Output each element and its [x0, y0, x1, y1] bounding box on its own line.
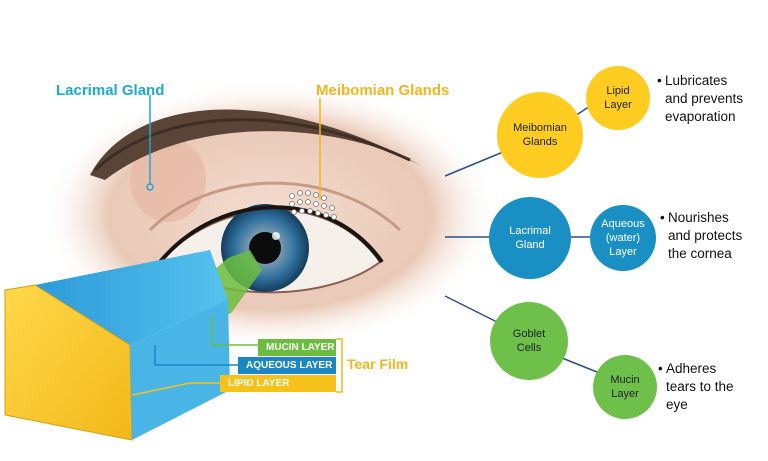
node-text: Gland — [515, 239, 545, 251]
node-text: Cells — [516, 342, 542, 354]
description-line: eye — [666, 397, 688, 412]
aqueous-layer-node: Aqueous (water) Layer — [590, 205, 656, 271]
node-text: Mucin — [610, 373, 640, 386]
node-text: Goblet — [512, 327, 546, 340]
mucin-layer-tag: MUCIN LAYER — [258, 339, 336, 356]
description-line: Nourishes — [668, 210, 729, 225]
pupil — [249, 232, 281, 264]
node-text: Meibomian — [513, 121, 567, 134]
eyelash-line — [158, 205, 384, 264]
node-text: Layer — [609, 246, 637, 259]
lipid-pointer — [131, 382, 220, 396]
node-text: Aqueous — [601, 217, 645, 230]
meibomian-glands-node: Meibomian Glands — [497, 92, 583, 178]
meibomian-glands-label: Meibomian Glands — [316, 82, 450, 99]
mucin-pointer — [211, 315, 258, 346]
description-line: evaporation — [665, 109, 736, 124]
eyelid-crease — [148, 181, 402, 232]
lacrimal-gland-shape — [130, 138, 206, 222]
aqueous-description: • Nourishes and protects the cornea — [660, 209, 743, 263]
node-text: (water) — [605, 231, 641, 244]
lipid-layer-tag: LIPID LAYER — [220, 375, 336, 392]
node-text: Lacrimal — [509, 224, 551, 237]
goblet-cells-node: Goblet Cells — [490, 302, 568, 380]
lipid-layer-node: Lipid Layer — [586, 66, 650, 130]
node-text: Glands — [522, 136, 558, 148]
node-text: Layer — [604, 99, 632, 111]
aqueous-layer-tag: AQUEOUS LAYER — [238, 357, 336, 374]
connector-mucin — [561, 357, 598, 373]
tear-film-label: Tear Film — [347, 356, 409, 372]
bullet-dot: • — [657, 73, 662, 88]
description-line: tears to the — [666, 379, 734, 394]
bullet-dot: • — [660, 210, 665, 225]
aqueous-front — [130, 300, 230, 440]
connector-goblet — [444, 295, 498, 323]
node-text: Layer — [611, 388, 639, 400]
description-line: Adheres — [666, 361, 717, 376]
connector-meibomian — [444, 151, 504, 177]
node-text: Lipid — [606, 84, 630, 97]
description-line: Lubricates — [665, 73, 728, 88]
aqueous-wedge — [35, 250, 228, 345]
meibomian-gland-dots — [289, 190, 337, 220]
aqueous-pointer — [154, 345, 238, 366]
description-line: and prevents — [665, 91, 744, 106]
tear-film-bracket — [336, 338, 343, 393]
mucin-description: • Adheres tears to the eye — [658, 360, 734, 414]
mucin-layer-node: Mucin Layer — [593, 355, 657, 419]
eyebrow-hair — [93, 118, 411, 172]
lacrimal-gland-node: Lacrimal Gland — [489, 197, 571, 279]
lipid-description: • Lubricates and prevents evaporation — [657, 72, 744, 126]
description-line: the cornea — [668, 246, 732, 261]
description-line: and protects — [668, 228, 743, 243]
eye-highlight — [272, 232, 280, 240]
lacrimal-gland-label: Lacrimal Gland — [56, 82, 165, 99]
bullet-dot: • — [658, 361, 663, 376]
